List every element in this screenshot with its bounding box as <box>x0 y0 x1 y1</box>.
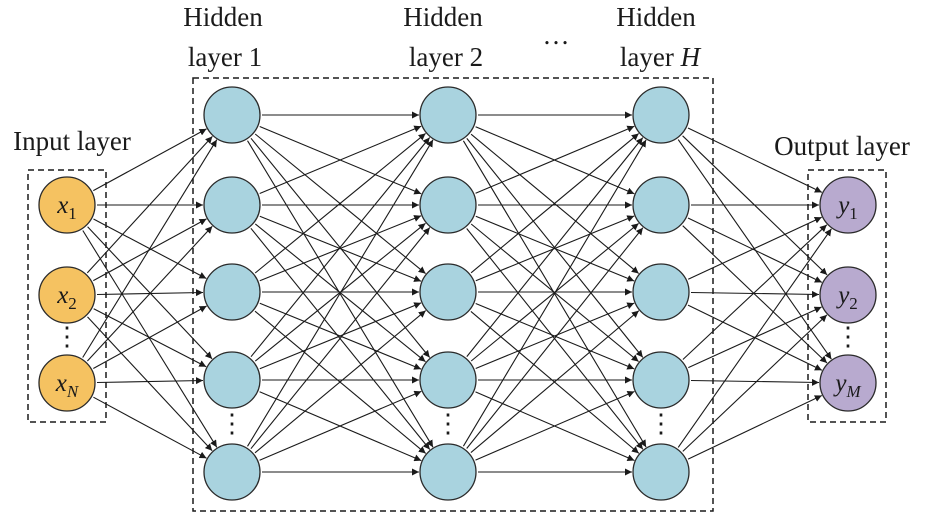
edge-hidden-to-output <box>677 228 832 448</box>
connection-edges <box>82 111 832 476</box>
edge-hidden-to-hidden <box>466 137 644 357</box>
hidden-layers-box <box>192 77 714 512</box>
hidden-layer-H-label-line1: Hidden <box>616 2 696 32</box>
between-hidden-ellipsis: … <box>543 20 570 50</box>
input-vertical-ellipsis: ⋮ <box>54 322 80 351</box>
edge-hidden-to-hidden <box>462 139 647 447</box>
hidden-layer-1-label-line2: layer 1 <box>188 42 262 72</box>
input-node-label: x1 <box>56 192 77 223</box>
edge-hidden-to-hidden <box>254 310 427 454</box>
edge-input-to-hidden1 <box>82 230 218 448</box>
edge-hidden-to-hidden <box>247 139 434 447</box>
hidden-node-layer-2 <box>419 176 477 234</box>
hidden-node-layer-H <box>632 263 690 321</box>
input-layer-label: Input layer <box>13 126 131 156</box>
edge-hidden-to-output <box>682 224 828 360</box>
output-node-label: y1 <box>835 192 858 223</box>
edge-hidden-to-hidden <box>475 125 635 194</box>
edge-hidden-to-output <box>682 314 828 452</box>
hidden-node-layer-H <box>632 443 690 501</box>
edge-input-to-hidden1 <box>86 136 213 274</box>
output-node <box>819 266 877 324</box>
edge-input-to-hidden1 <box>82 139 218 358</box>
hidden-node-layer-2 <box>419 351 477 409</box>
edge-hidden-to-hidden <box>259 215 422 282</box>
edge-hidden-to-hidden <box>259 125 422 195</box>
output-layer-box <box>807 169 887 423</box>
hidden-layer-2-label-line1: Hidden <box>403 2 483 32</box>
hidden-node-layer-H <box>632 86 690 144</box>
edge-hidden-to-hidden <box>250 227 431 450</box>
edge-hidden-to-hidden <box>475 215 635 282</box>
hidden-node-layer-2 <box>419 443 477 501</box>
hidden-node-layer-1 <box>203 176 261 234</box>
output-layer-label: Output layer <box>774 131 910 161</box>
hidden-layer-H-label-line2: layer H <box>620 42 702 72</box>
edge-input-to-hidden1 <box>93 305 207 369</box>
hidden-node-layer-H <box>632 351 690 409</box>
hidden-node-layer-1 <box>203 263 261 321</box>
hidden-node-layer-1 <box>203 86 261 144</box>
edge-hidden-to-output <box>682 225 828 364</box>
edge-input-to-hidden1 <box>96 377 204 385</box>
hidden-node-layer-1 <box>203 351 261 409</box>
input-layer-box <box>27 169 107 423</box>
edge-hidden-to-output <box>687 395 823 460</box>
edge-hidden-to-output <box>687 127 823 193</box>
hidden-layer-2-label-line2: layer 2 <box>409 42 483 72</box>
edge-hidden-to-hidden <box>259 390 422 461</box>
hidden-node-layer-2 <box>419 263 477 321</box>
input-node <box>38 354 96 412</box>
hidden-node-layer-1 <box>203 443 261 501</box>
edge-hidden-to-hidden <box>466 227 644 449</box>
input-node-label: x2 <box>56 282 77 313</box>
hidden-node-layer-H <box>632 176 690 234</box>
edge-hidden-to-output <box>690 378 820 386</box>
network-nodes: x1 x2 xN y1 y2 yM <box>38 86 877 501</box>
hidden2-vertical-ellipsis: ⋮ <box>435 409 461 438</box>
edge-input-to-hidden1 <box>86 225 213 362</box>
output-node <box>819 354 877 412</box>
input-node <box>38 176 96 234</box>
edge-hidden-to-hidden <box>250 137 431 358</box>
edge-hidden-to-hidden <box>470 133 640 274</box>
hiddenH-vertical-ellipsis: ⋮ <box>648 409 674 438</box>
hidden-layer-1-label-line1: Hidden <box>183 2 263 32</box>
hidden-layer-H-label-var: H <box>680 42 702 72</box>
hidden-layer-H-label-text: layer <box>620 42 681 72</box>
edge-hidden-to-output <box>690 290 820 298</box>
edge-hidden-to-hidden <box>475 390 635 461</box>
edge-input-to-hidden1 <box>93 128 207 192</box>
edge-hidden-to-output <box>677 139 832 360</box>
input-node <box>38 266 96 324</box>
output-node-label: yM <box>832 370 861 401</box>
edge-input-to-hidden1 <box>93 396 207 459</box>
edge-hidden-to-hidden <box>475 302 635 370</box>
output-node-label: y2 <box>835 282 858 313</box>
hidden1-vertical-ellipsis: ⋮ <box>219 409 245 438</box>
input-node-label: xN <box>55 370 80 401</box>
edge-hidden-to-hidden <box>259 302 422 370</box>
edge-hidden-to-output <box>687 217 823 283</box>
output-node <box>819 176 877 234</box>
output-vertical-ellipsis: ⋮ <box>835 322 861 351</box>
edge-input-to-hidden1 <box>93 218 207 282</box>
hidden-node-layer-2 <box>419 86 477 144</box>
edge-hidden-to-hidden <box>254 132 426 274</box>
edge-hidden-to-hidden <box>470 310 640 454</box>
edge-hidden-to-output <box>687 216 822 280</box>
